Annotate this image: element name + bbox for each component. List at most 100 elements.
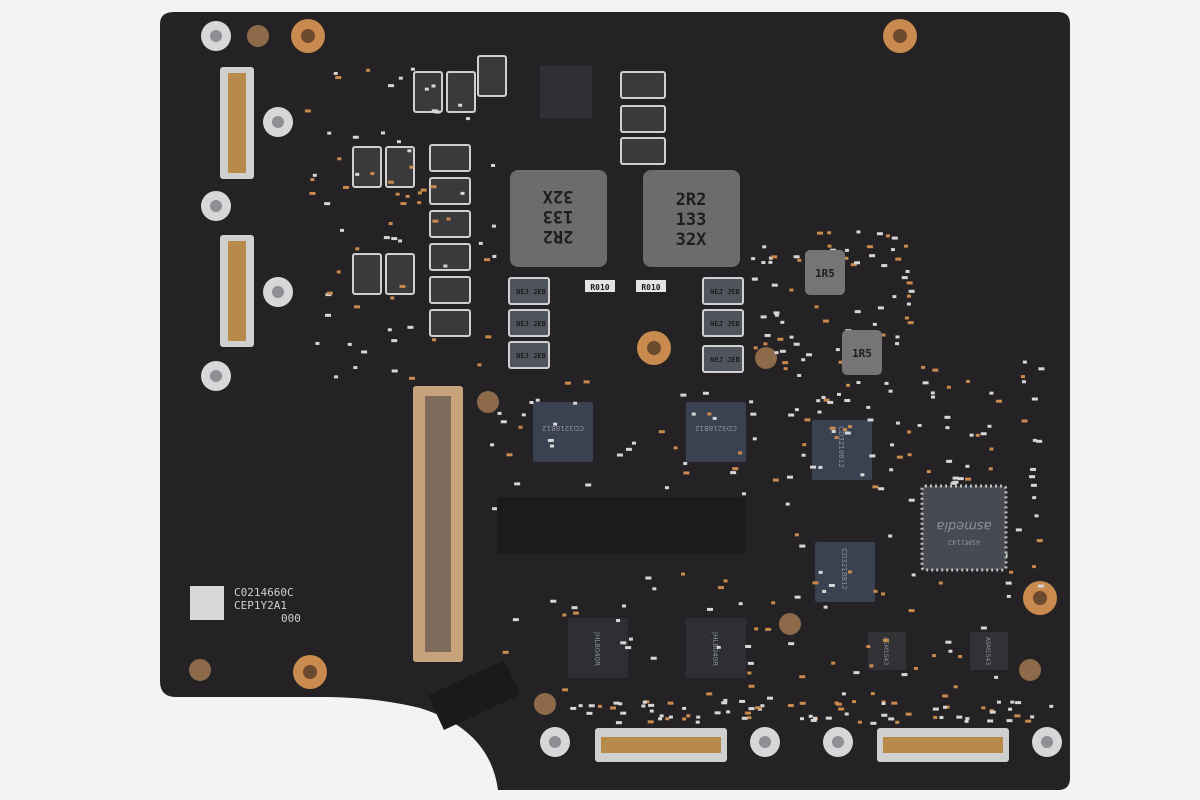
smd-passive bbox=[812, 581, 819, 585]
smd-passive bbox=[570, 706, 577, 710]
smd-passive bbox=[1032, 438, 1037, 442]
smd-passive bbox=[706, 607, 713, 611]
smd-passive bbox=[841, 692, 846, 696]
smd-passive bbox=[822, 589, 827, 593]
smd-passive bbox=[1038, 367, 1045, 371]
smd-passive bbox=[904, 316, 909, 320]
smd-passive bbox=[763, 342, 768, 346]
smd-passive bbox=[506, 453, 513, 457]
smd-passive bbox=[782, 361, 789, 365]
smd-passive bbox=[658, 430, 665, 434]
smd-passive bbox=[337, 157, 342, 161]
smd-passive bbox=[641, 704, 646, 708]
smd-passive bbox=[818, 465, 823, 469]
smd-passive bbox=[848, 425, 853, 429]
smd-passive bbox=[889, 468, 894, 472]
small-pad bbox=[779, 613, 801, 635]
smd-passive bbox=[908, 498, 915, 502]
small-pad bbox=[534, 693, 556, 715]
smd-passive bbox=[682, 706, 687, 710]
thunderbolt-chip-label: CD3218B12 bbox=[542, 424, 584, 432]
sticker bbox=[497, 497, 745, 554]
small-pad bbox=[189, 659, 211, 681]
svg-text:1R5: 1R5 bbox=[852, 347, 872, 360]
smd-passive bbox=[989, 391, 994, 395]
smd-passive bbox=[844, 399, 851, 403]
smd-passive bbox=[892, 295, 897, 299]
thunderbolt-controller-chip bbox=[815, 542, 875, 602]
smd-passive bbox=[588, 704, 595, 708]
smd-passive bbox=[903, 244, 908, 248]
thunderbolt-chip-label: CD3218B12 bbox=[837, 426, 845, 468]
smd-passive bbox=[794, 408, 799, 412]
screw-hole-center bbox=[272, 286, 284, 298]
mosfet bbox=[620, 71, 666, 99]
smd-passive bbox=[794, 533, 799, 537]
smd-passive bbox=[827, 244, 832, 248]
smd-passive bbox=[407, 325, 414, 329]
mosfet bbox=[352, 146, 382, 188]
mosfet bbox=[620, 137, 666, 165]
screw-hole-center bbox=[272, 116, 284, 128]
svg-text:R010: R010 bbox=[590, 283, 609, 292]
smd-passive bbox=[850, 263, 857, 267]
transistor-label: NEJ JEB bbox=[516, 320, 546, 328]
smd-passive bbox=[846, 383, 851, 387]
smd-passive bbox=[931, 395, 936, 399]
smd-passive bbox=[583, 380, 590, 384]
svg-text:133: 133 bbox=[676, 210, 707, 230]
smd-passive bbox=[771, 601, 776, 605]
smd-passive bbox=[838, 360, 845, 364]
smd-passive bbox=[398, 239, 403, 243]
smd-passive bbox=[723, 698, 728, 702]
shunt-resistor-1: R010 bbox=[585, 280, 615, 292]
smd-passive bbox=[761, 261, 766, 265]
mosfet bbox=[429, 210, 471, 238]
smd-passive bbox=[578, 704, 583, 708]
smd-passive bbox=[771, 283, 778, 287]
smd-passive bbox=[981, 706, 986, 710]
smd-passive bbox=[801, 358, 806, 362]
smd-passive bbox=[799, 701, 806, 705]
intel-chip-label: JHL8040R bbox=[593, 631, 601, 666]
smd-passive bbox=[716, 645, 721, 649]
smd-passive bbox=[336, 270, 341, 274]
smd-passive bbox=[477, 363, 482, 367]
transistor bbox=[508, 341, 550, 369]
smd-passive bbox=[872, 322, 877, 326]
mux-chip bbox=[970, 632, 1008, 670]
smd-passive bbox=[777, 337, 784, 341]
smd-passive bbox=[497, 411, 502, 415]
smd-passive bbox=[753, 346, 758, 350]
smd-passive bbox=[1015, 701, 1022, 705]
smd-passive bbox=[881, 701, 886, 705]
smd-passive bbox=[681, 572, 686, 576]
smd-passive bbox=[586, 711, 593, 715]
mosfet bbox=[429, 276, 471, 304]
smd-passive bbox=[400, 202, 407, 206]
smd-passive bbox=[932, 368, 939, 372]
smd-passive bbox=[680, 393, 687, 397]
silk-line-2: CEP1Y2A1 bbox=[234, 599, 287, 612]
smd-passive bbox=[424, 87, 429, 91]
smd-passive bbox=[395, 192, 400, 196]
smd-passive bbox=[391, 339, 398, 343]
b2b-connector-pins bbox=[228, 73, 246, 173]
smd-passive bbox=[1030, 715, 1035, 719]
smd-passive bbox=[549, 444, 554, 448]
smd-passive bbox=[836, 392, 841, 396]
smd-passive bbox=[844, 712, 849, 716]
smd-passive bbox=[696, 715, 701, 719]
smd-passive bbox=[573, 401, 578, 405]
hole-center bbox=[301, 29, 315, 43]
smd-passive bbox=[751, 257, 756, 261]
smd-passive bbox=[747, 716, 752, 720]
mosfet bbox=[413, 71, 443, 113]
transistor-label: NEJ JEB bbox=[516, 352, 546, 360]
smd-passive bbox=[650, 656, 657, 660]
shunt-resistor-2: R010 bbox=[636, 280, 666, 292]
smd-passive bbox=[901, 673, 908, 677]
smd-passive bbox=[618, 702, 623, 706]
smd-passive bbox=[730, 471, 737, 475]
smd-passive bbox=[930, 391, 935, 395]
